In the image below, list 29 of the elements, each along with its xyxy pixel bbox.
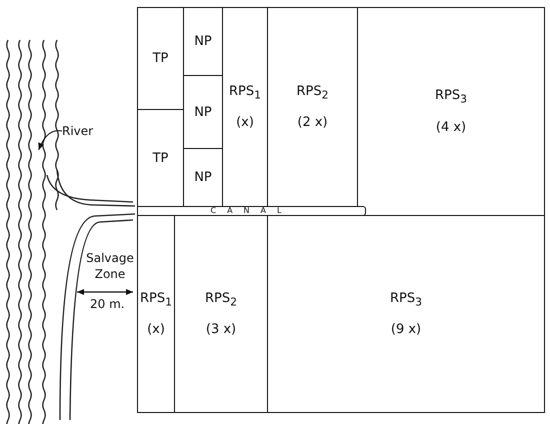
area-ratio: (2 x) xyxy=(297,115,328,130)
area-ratio: (x) xyxy=(236,115,254,130)
plot-box xyxy=(357,7,545,216)
plot-box xyxy=(137,109,184,207)
plot-label: NP xyxy=(194,170,212,185)
plot-label: RPS$_{3}$ xyxy=(434,88,467,106)
dimension-label: 20 m. xyxy=(90,297,125,311)
zone-label: Salvage Zone xyxy=(85,250,135,282)
leader-line xyxy=(38,130,62,150)
plot-label: RPS$_{2}$ xyxy=(296,84,328,102)
area-ratio: (9 x) xyxy=(390,322,422,338)
area-ratio: (3 x) xyxy=(206,322,236,338)
area-ratio: (x) xyxy=(147,322,165,338)
plot-label: RPS$_{3}$ xyxy=(390,290,422,308)
plot-label: RPS$_{2}$ xyxy=(204,290,237,308)
river-label: River xyxy=(62,124,94,138)
plot-label: TP xyxy=(152,51,168,66)
plot-label: TP xyxy=(152,150,168,166)
plot-box xyxy=(267,215,545,413)
plot-label: RPS$_{1}$ xyxy=(228,84,261,102)
plot-label: NP xyxy=(194,104,212,120)
plot-label: NP xyxy=(194,34,212,49)
plot-box xyxy=(137,7,184,110)
plot-label: RPS$_{1}$ xyxy=(140,290,172,308)
canal-channel xyxy=(137,206,366,216)
plot-box xyxy=(137,215,175,413)
canal-label: CANAL xyxy=(210,207,292,215)
area-ratio: (4 x) xyxy=(436,120,466,135)
river-drawing xyxy=(6,40,59,424)
